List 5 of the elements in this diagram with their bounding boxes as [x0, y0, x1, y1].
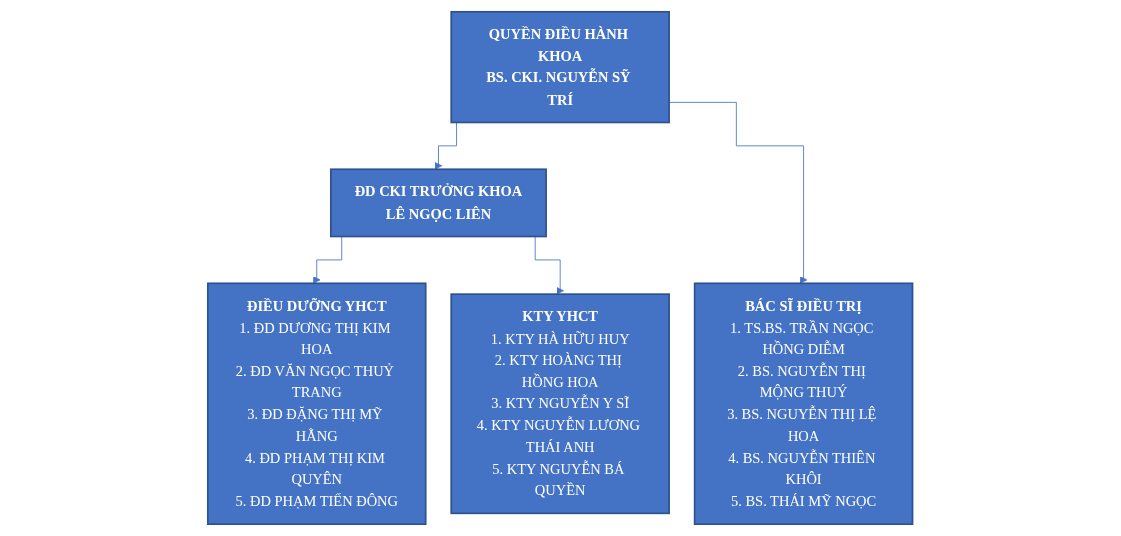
node-box: KTY YHCT 1. KTY HÀ HỮU HUY 2. KTY HOÀNG THỊ HỒNG HOA 3. KTY NGUYỄN Y SĨ 4. KTY NGUYỄN LƯƠNG THÁI ANH 5. KTY NGUYỄN BÁ QUYỀN: [450, 293, 671, 515]
node-box: BÁC SĨ ĐIỀU TRỊ 1. TS.BS. TRẦN NGỌC HỒNG DIỄM 2. BS. NGUYỄN THỊ MỘNG THUÝ 3. BS. NGUYỄN THỊ LỆ HOA 4. BS. NGUYỄN THIÊN KHÔI 5. BS. THÁI MỸ NGỌC: [694, 282, 914, 526]
node-box: ĐD CKI TRƯỞNG KHOA LÊ NGỌC LIÊN: [330, 168, 548, 238]
node-box: QUYỀN ĐIỀU HÀNH KHOA BS. CKI. NGUYỄN SỸ TRÍ: [450, 10, 671, 124]
node-box: ĐIỀU DƯỠNG YHCT 1. ĐD DƯƠNG THỊ KIM HOA 2. ĐD VĂN NGỌC THUỶ TRANG 3. ĐD ĐẶNG THỊ MỸ HẰNG 4. ĐD PHẠM THỊ KIM QUYÊN 5. ĐD PHẠM TIẾN ĐÔNG: [207, 282, 427, 526]
